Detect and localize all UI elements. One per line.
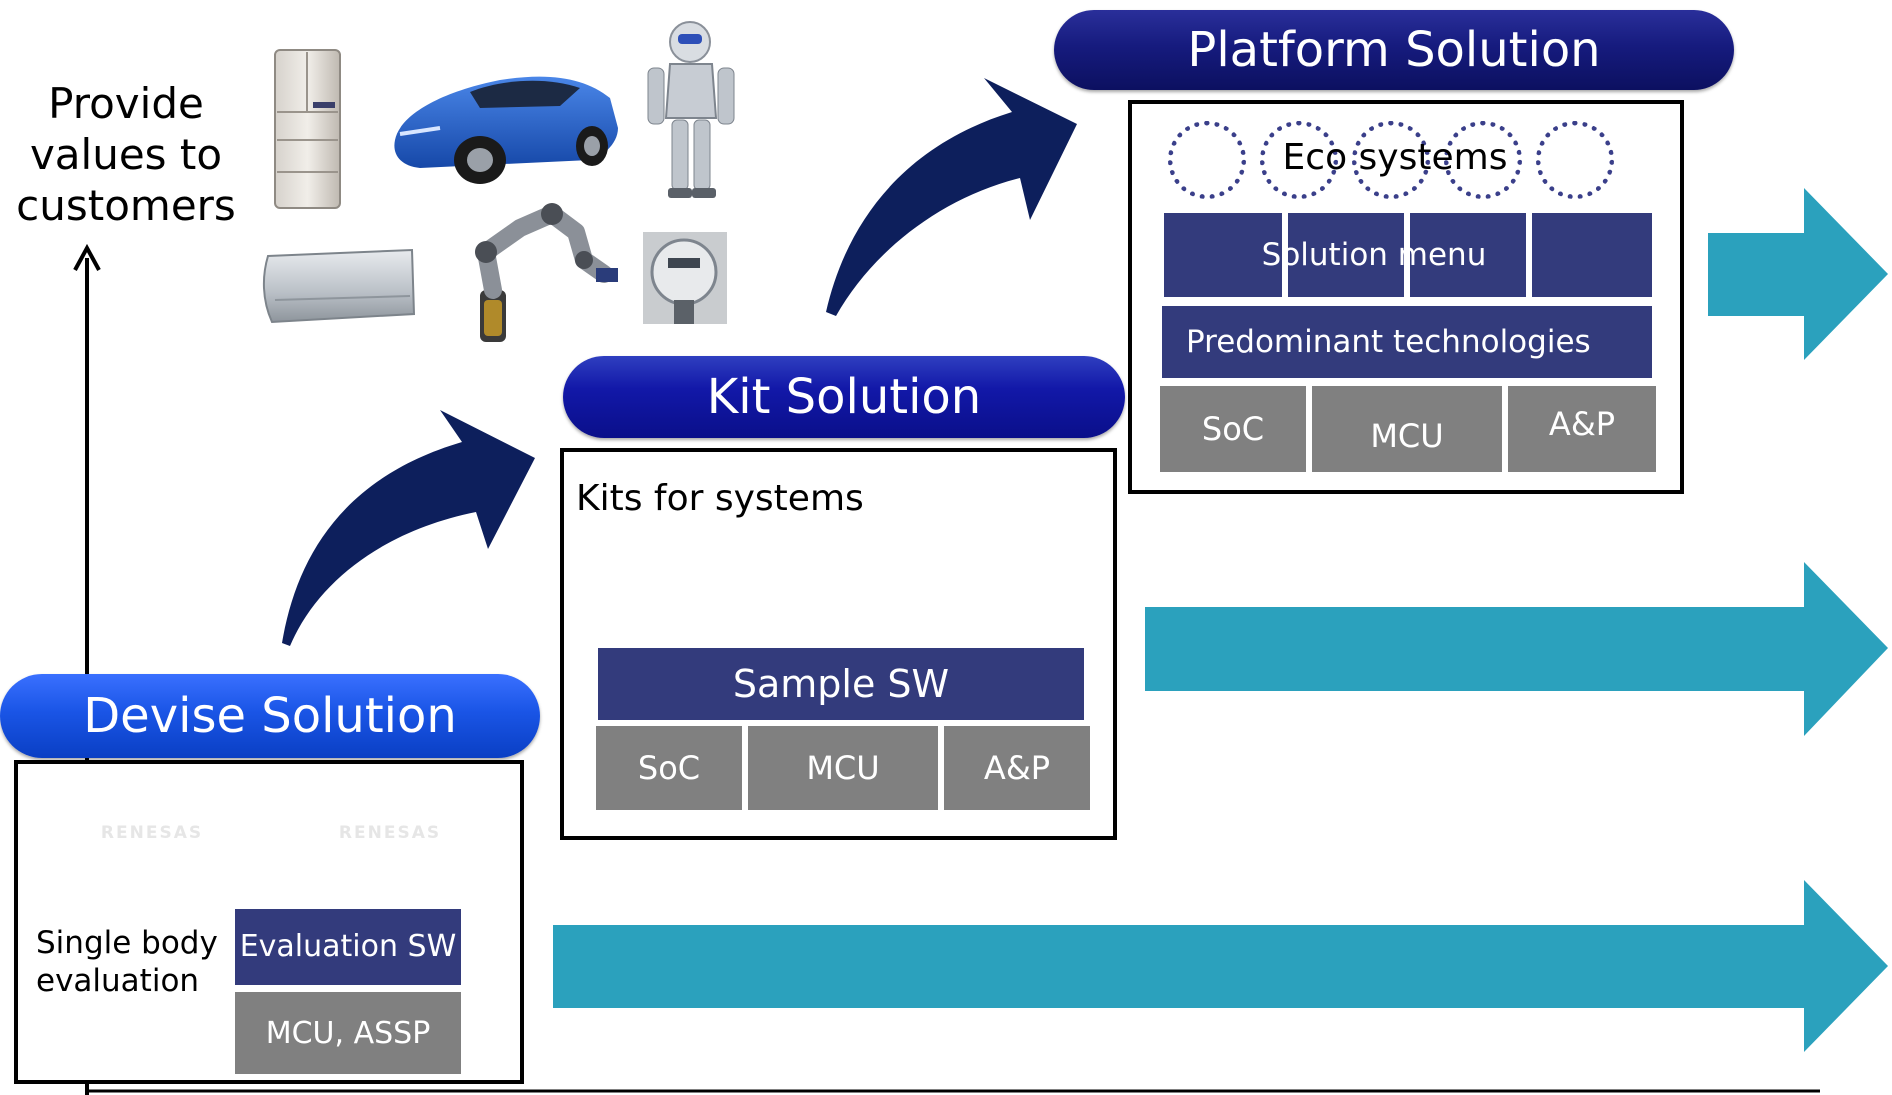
teal-arrow-devise	[553, 880, 1888, 1052]
teal-arrow-kit	[1145, 562, 1888, 736]
chip-logo-1: RENESAS	[100, 823, 204, 843]
kit-ap-block: A&P	[944, 726, 1090, 810]
chip-logo-2: RENESAS	[338, 823, 442, 843]
solution-menu-cell-1	[1164, 213, 1282, 297]
solution-menu-cell-4	[1532, 213, 1652, 297]
mcu-assp-block: MCU, ASSP	[235, 992, 461, 1074]
eco-circle-3	[1352, 121, 1430, 199]
curved-arrow-devise-to-kit	[282, 410, 535, 646]
platform-mcu-block: MCU	[1312, 386, 1502, 472]
platform-ap-block: A&P	[1508, 386, 1656, 472]
refrigerator-image	[274, 49, 341, 209]
kits-for-systems-label: Kits for systems	[576, 478, 864, 519]
devise-solution-title: Devise Solution	[0, 674, 540, 758]
evaluation-sw-block: Evaluation SW	[235, 909, 461, 985]
curved-arrow-kit-to-platform	[826, 78, 1077, 316]
eco-circle-1	[1168, 121, 1246, 199]
smart-meter-image	[643, 232, 727, 324]
sample-sw-block: Sample SW	[598, 648, 1084, 720]
kit-mcu-block: MCU	[748, 726, 938, 810]
solution-menu-cell-3	[1410, 213, 1526, 297]
humanoid-robot-image	[647, 21, 735, 198]
predominant-technologies-block: Predominant technologies	[1162, 306, 1652, 378]
kit-solution-title: Kit Solution	[563, 356, 1125, 438]
robotic-arm-image	[475, 203, 618, 342]
eco-circle-2	[1260, 121, 1338, 199]
single-body-label: Single body evaluation	[36, 925, 218, 999]
eco-systems-label: Eco systems	[1282, 137, 1508, 178]
teal-arrow-platform	[1708, 188, 1888, 360]
eco-circle-5	[1536, 121, 1614, 199]
axis-label: Provide values to customers	[16, 79, 236, 230]
kit-soc-block: SoC	[596, 726, 742, 810]
platform-solution-title: Platform Solution	[1054, 10, 1734, 90]
solution-menu-cell-2	[1288, 213, 1404, 297]
car-image	[394, 76, 618, 184]
solution-menu-label: Solution menu	[1261, 237, 1487, 273]
platform-soc-block: SoC	[1160, 386, 1306, 472]
eco-circle-4	[1444, 121, 1522, 199]
air-conditioner-image	[262, 248, 416, 324]
